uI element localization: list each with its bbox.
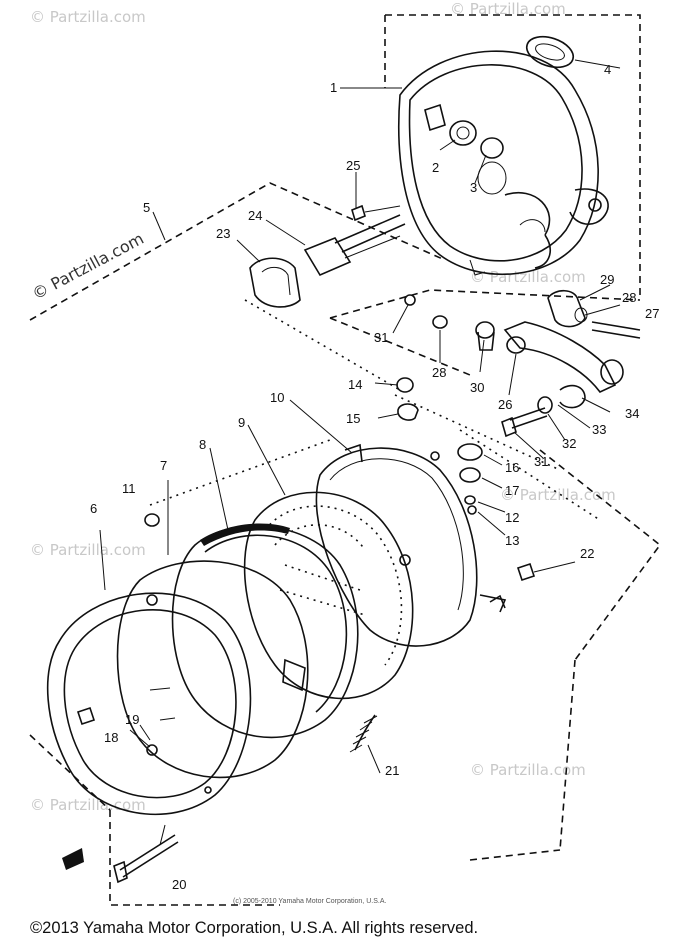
label-part-12: 12 — [505, 510, 519, 525]
label-part-10: 10 — [270, 390, 284, 405]
grommet — [525, 35, 621, 69]
label-part-22: 22 — [580, 546, 594, 561]
label-part-7: 7 — [160, 458, 167, 473]
label-part-30: 30 — [470, 380, 484, 395]
label-part-15: 15 — [346, 411, 360, 426]
headlight-housing — [340, 50, 609, 276]
watermark-top-right: © Partzilla.com — [450, 0, 566, 18]
mounting-ring — [116, 480, 309, 779]
label-part-2: 2 — [432, 160, 439, 175]
fine-print: (c) 2005-2010 Yamaha Motor Corporation, … — [233, 898, 386, 905]
watermark-mid-left: © Partzilla.com — [30, 541, 146, 559]
label-part-20: 20 — [172, 877, 186, 892]
label-part-32: 31 — [534, 454, 548, 469]
label-part-11: 11 — [122, 481, 136, 496]
screws-and-springs — [62, 443, 576, 884]
assembly-boundary-lines — [29, 14, 662, 906]
watermark-right: © Partzilla.com — [500, 486, 616, 504]
leader-lines — [129, 139, 621, 846]
label-part-6: 6 — [90, 501, 97, 516]
watermark-lower-left: © Partzilla.com — [30, 796, 146, 814]
label-part-26: 26 — [498, 397, 512, 412]
watermark-mid-right: © Partzilla.com — [470, 268, 586, 286]
label-part-25: 25 — [346, 158, 360, 173]
label-part-16: 16 — [505, 460, 519, 475]
label-part-8: 8 — [199, 437, 206, 452]
label-part-28-left: 28 — [432, 365, 446, 380]
label-part-4: 4 — [604, 62, 611, 77]
label-part-17: 17 — [505, 483, 519, 498]
label-part-5: 5 — [143, 200, 150, 215]
label-part-3: 3 — [470, 180, 477, 195]
label-part-18: 18 — [104, 730, 118, 745]
label-part-29: 29 — [600, 272, 614, 287]
watermark-main: © Partzilla.com — [29, 229, 147, 304]
label-part-24: 24 — [248, 208, 262, 223]
label-part-9: 9 — [238, 415, 245, 430]
sealed-beam-unit — [243, 491, 414, 700]
label-part-27: 27 — [645, 306, 659, 321]
watermark-top-left: © Partzilla.com — [30, 8, 146, 26]
small-fasteners — [351, 204, 448, 421]
label-part-13: 13 — [505, 533, 519, 548]
label-part-31: 31 — [374, 330, 388, 345]
wiring-connector — [249, 214, 406, 308]
label-part-35: 34 — [625, 406, 639, 421]
label-part-33: 32 — [562, 436, 576, 451]
label-part-19: 19 — [125, 712, 139, 727]
label-part-23: 23 — [216, 226, 230, 241]
label-part-21: 21 — [385, 763, 399, 778]
label-part-14: 14 — [348, 377, 362, 392]
headlight-rim — [46, 529, 252, 816]
label-part-34: 33 — [592, 422, 606, 437]
headlight-stay-bracket — [475, 289, 641, 438]
copyright-notice: ©2013 Yamaha Motor Corporation, U.S.A. A… — [30, 919, 478, 937]
watermark-lower-right: © Partzilla.com — [470, 761, 586, 779]
label-part-28-right: 28 — [622, 290, 636, 305]
label-part-1: 1 — [330, 80, 337, 95]
part-labels: 4 1 2 3 25 5 24 23 29 28 27 31 28 30 26 … — [90, 62, 659, 892]
inner-rim-ring — [171, 523, 359, 739]
